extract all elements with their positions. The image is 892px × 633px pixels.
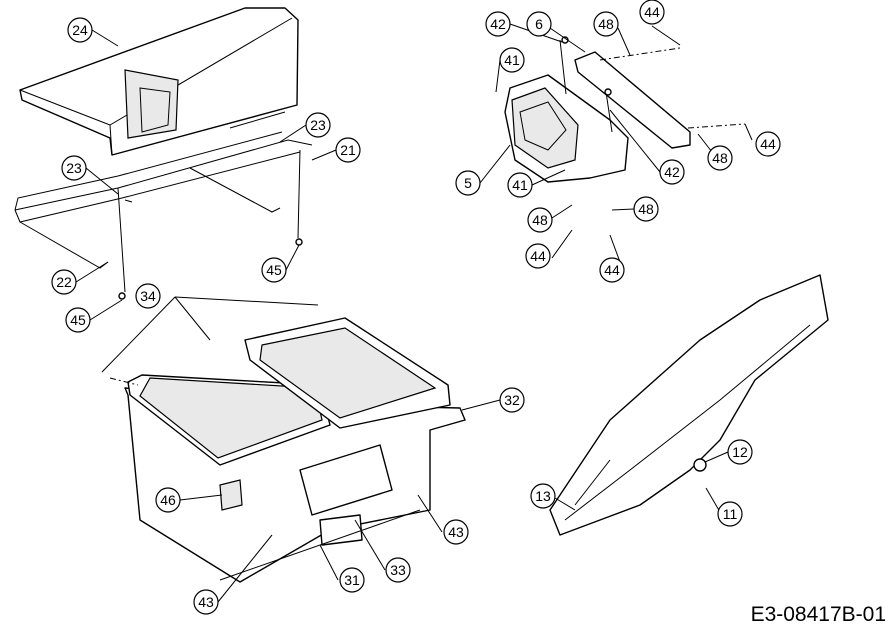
callout-48-label: 48 (712, 150, 728, 166)
callout-11-label: 11 (723, 506, 738, 522)
part-13-fender (549, 274, 829, 536)
callout-23-label: 23 (66, 160, 82, 176)
callout-41: 41 (499, 47, 525, 73)
part-24-chute-cover (19, 7, 299, 156)
callout-45-label: 45 (266, 262, 282, 278)
part-31-collection-bag (124, 317, 466, 583)
callout-45: 45 (65, 307, 91, 333)
callout-13-label: 13 (535, 488, 551, 504)
callout-33: 33 (385, 557, 411, 583)
callout-43: 43 (443, 519, 469, 545)
callout-23: 23 (61, 155, 87, 181)
callout-42: 42 (485, 11, 511, 37)
callout-48-label: 48 (598, 16, 614, 32)
callout-43-label: 43 (448, 524, 464, 540)
callout-44-label: 44 (604, 262, 620, 278)
callout-21-label: 21 (340, 142, 356, 158)
callout-46: 46 (155, 487, 181, 513)
callout-42-label: 42 (664, 164, 680, 180)
callout-31-label: 31 (344, 572, 360, 588)
callout-5-label: 5 (464, 175, 472, 191)
callout-41: 41 (507, 172, 533, 198)
callout-48-label: 48 (638, 201, 654, 217)
callout-22-label: 22 (56, 274, 72, 290)
callout-44: 44 (599, 257, 625, 283)
callout-43-label: 43 (198, 594, 214, 610)
drawing-code: E3-08417B-01 (750, 603, 886, 626)
callout-23: 23 (305, 112, 331, 138)
callout-5: 5 (455, 170, 481, 196)
callout-42: 42 (659, 159, 685, 185)
callout-44: 44 (755, 131, 781, 157)
callout-44: 44 (639, 0, 665, 25)
callout-22: 22 (51, 269, 77, 295)
callout-32: 32 (499, 387, 525, 413)
callout-45-label: 45 (70, 312, 86, 328)
callout-44-label: 44 (530, 248, 546, 264)
callout-46-label: 46 (160, 492, 176, 508)
callout-6-label: 6 (535, 16, 543, 32)
callout-41-label: 41 (504, 52, 520, 68)
callout-24: 24 (67, 17, 93, 43)
callout-48: 48 (527, 207, 553, 233)
callout-11: 11 (717, 501, 743, 527)
callout-34: 34 (135, 283, 161, 309)
callout-41-label: 41 (512, 177, 528, 193)
callout-42-label: 42 (490, 16, 506, 32)
callout-45: 45 (261, 257, 287, 283)
callout-12: 12 (727, 439, 753, 465)
callout-34-label: 34 (140, 288, 156, 304)
callout-48: 48 (707, 145, 733, 171)
callout-48: 48 (633, 196, 659, 222)
callout-21: 21 (335, 137, 361, 163)
callout-44: 44 (525, 243, 551, 269)
part-5-light-assembly (504, 36, 691, 183)
callout-32-label: 32 (504, 392, 520, 408)
callout-6: 6 (526, 11, 552, 37)
callout-48-label: 48 (532, 212, 548, 228)
callout-12-label: 12 (732, 444, 748, 460)
callout-48: 48 (593, 11, 619, 37)
callout-33-label: 33 (390, 562, 406, 578)
callout-13: 13 (530, 483, 556, 509)
callout-23-label: 23 (310, 117, 326, 133)
callout-43: 43 (193, 589, 219, 615)
callout-44-label: 44 (644, 4, 660, 20)
callout-31: 31 (339, 567, 365, 593)
callout-44-label: 44 (760, 136, 776, 152)
callout-24-label: 24 (72, 22, 88, 38)
